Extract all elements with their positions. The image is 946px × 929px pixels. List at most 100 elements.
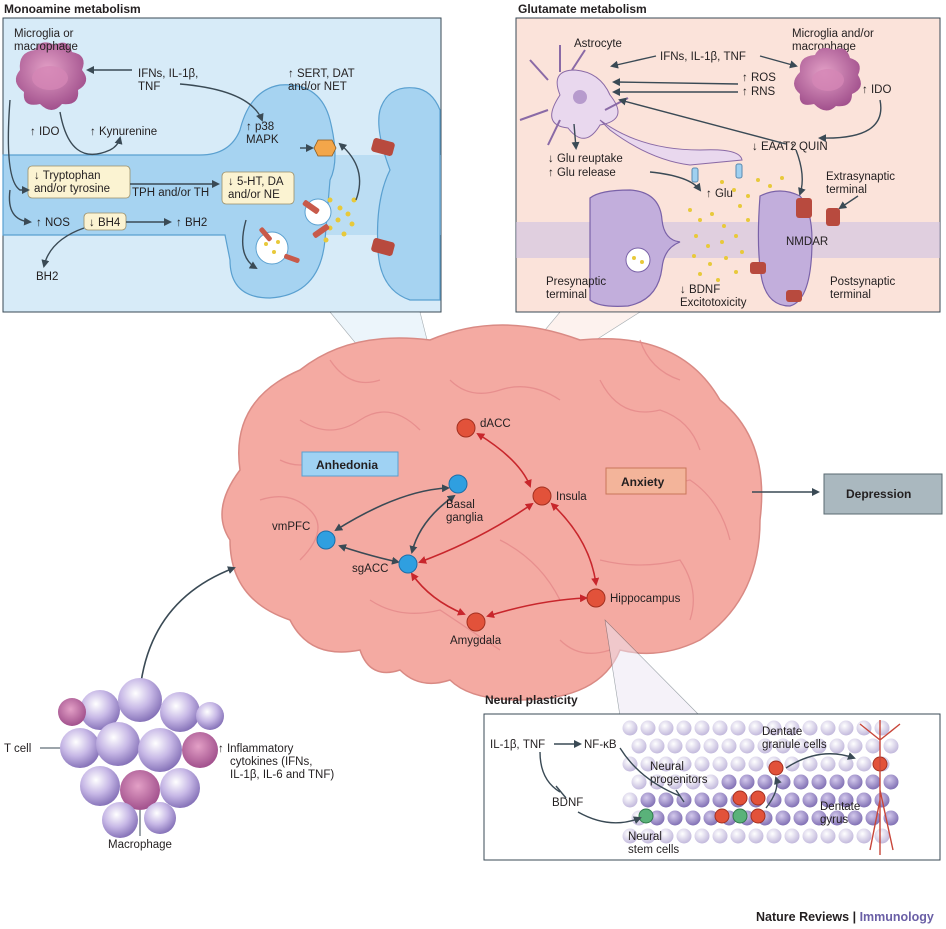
dentate-cell bbox=[793, 774, 809, 790]
dentate-cell bbox=[874, 828, 890, 844]
glu-bdnf-label: ↓ BDNF bbox=[680, 284, 720, 296]
glu-label: ↑ Glu bbox=[706, 188, 733, 200]
dentate-cell bbox=[802, 792, 818, 808]
dentate-cell bbox=[712, 720, 728, 736]
dentate-cell bbox=[694, 756, 710, 772]
dentate-cell bbox=[874, 720, 890, 736]
dentate-cell bbox=[829, 774, 845, 790]
amygdala-node bbox=[466, 612, 486, 632]
monoamine-arrows bbox=[7, 66, 361, 270]
dentate-cell bbox=[748, 756, 764, 772]
astrocyte-cell bbox=[551, 69, 743, 166]
hippocampus-label: Hippocampus bbox=[610, 593, 681, 605]
microglia-label: Microglia or bbox=[14, 28, 74, 40]
transporters-label: ↑ SERT, DAT bbox=[288, 68, 355, 80]
dentate-cell bbox=[730, 756, 746, 772]
dentate-cell bbox=[667, 738, 683, 754]
dacc-node bbox=[456, 418, 476, 438]
dentate-cell bbox=[640, 828, 656, 844]
dentate-cell bbox=[829, 738, 845, 754]
dentate-cell bbox=[640, 720, 656, 736]
tryptophan-label: ↓ Tryptophan bbox=[34, 170, 100, 182]
dentate-cell bbox=[739, 738, 755, 754]
glu-microglia-label: Microglia and/or bbox=[792, 28, 874, 40]
inflammatory-label: ↑ Inflammatory bbox=[218, 743, 294, 755]
neural-stem-label-2: stem cells bbox=[628, 844, 679, 856]
glutamate-title: Glutamate metabolism bbox=[518, 2, 647, 16]
dentate-cell bbox=[748, 828, 764, 844]
dentate-cell bbox=[667, 774, 683, 790]
bh2-label: BH2 bbox=[36, 271, 58, 283]
vmpfc-label: vmPFC bbox=[272, 521, 310, 533]
dentate-cell bbox=[622, 756, 638, 772]
immune-cluster bbox=[58, 678, 224, 838]
dentate-cell bbox=[838, 720, 854, 736]
blue-connections bbox=[334, 484, 456, 565]
basal-label: Basal bbox=[446, 499, 475, 511]
dentate-cell bbox=[748, 720, 764, 736]
dentate-cell bbox=[694, 720, 710, 736]
dentate-cell bbox=[847, 810, 863, 826]
dentate-cell bbox=[856, 828, 872, 844]
cytokines-label-2: TNF bbox=[138, 81, 160, 93]
cytokines-label: IFNs, IL-1β, bbox=[138, 68, 198, 80]
glu-cytokines-label: IFNs, IL-1β, TNF bbox=[660, 51, 746, 63]
monoamines-label-2: and/or NE bbox=[228, 189, 280, 201]
glutamate-dots bbox=[688, 176, 784, 282]
dentate-cell bbox=[811, 738, 827, 754]
dentate-cell bbox=[847, 774, 863, 790]
dentate-cell bbox=[775, 738, 791, 754]
dentate-cell bbox=[685, 810, 701, 826]
neural-stem-label: Neural bbox=[628, 831, 662, 843]
dentate-cell bbox=[802, 720, 818, 736]
dentate-cell bbox=[811, 810, 827, 826]
dentate-cell bbox=[640, 756, 656, 772]
cytokine-arrow bbox=[139, 566, 236, 691]
extrasynaptic-label: Extrasynaptic bbox=[826, 171, 895, 183]
dentate-cell bbox=[802, 756, 818, 772]
tryptophan-label-2: and/or tyrosine bbox=[34, 183, 110, 195]
dentate-cell bbox=[685, 774, 701, 790]
sgacc-node bbox=[398, 554, 418, 574]
dentate-cell bbox=[865, 738, 881, 754]
dentate-cell bbox=[622, 720, 638, 736]
anhedonia-box bbox=[301, 451, 399, 477]
dentate-cell bbox=[856, 792, 872, 808]
plasticity-title: Neural plasticity bbox=[485, 693, 578, 707]
dentate-cell bbox=[883, 738, 899, 754]
presynaptic-neuron bbox=[2, 84, 336, 299]
dentate-cell bbox=[757, 738, 773, 754]
hippocampus-node bbox=[586, 588, 606, 608]
nmdar-label: NMDAR bbox=[786, 236, 828, 248]
receptor-icon bbox=[371, 138, 395, 156]
astrocyte-label: Astrocyte bbox=[574, 38, 622, 50]
sgacc-label: sgACC bbox=[352, 563, 388, 575]
anxiety-box bbox=[605, 467, 687, 495]
progenitor-cells bbox=[714, 756, 888, 824]
dentate-cell bbox=[775, 810, 791, 826]
dentate-cell bbox=[856, 756, 872, 772]
anxiety-label: Anxiety bbox=[621, 475, 665, 489]
macrophage-label: Macrophage bbox=[108, 839, 172, 851]
ros-label: ↑ ROS bbox=[742, 72, 776, 84]
presynaptic-label: Presynaptic bbox=[546, 276, 606, 288]
reuptake-label: ↓ Glu reuptake bbox=[548, 153, 623, 165]
dentate-cell bbox=[730, 828, 746, 844]
dentate-gyrus-label: Dentate bbox=[820, 801, 860, 813]
monoamines-label: ↓ 5-HT, DA bbox=[228, 176, 284, 188]
dentate-cell bbox=[820, 792, 836, 808]
dentate-cell bbox=[721, 738, 737, 754]
dentate-cell bbox=[784, 828, 800, 844]
bh2-up-label: ↑ BH2 bbox=[176, 217, 207, 229]
transporter-icon bbox=[313, 139, 337, 157]
vmpfc-node bbox=[316, 530, 336, 550]
nos-label: ↑ NOS bbox=[36, 217, 70, 229]
microglia-label-2: macrophage bbox=[14, 41, 78, 53]
dentate-cell bbox=[739, 774, 755, 790]
dentate-cell bbox=[820, 720, 836, 736]
dentate-cell bbox=[703, 738, 719, 754]
dentate-cell bbox=[784, 792, 800, 808]
dentate-cell bbox=[694, 792, 710, 808]
dentate-cell bbox=[820, 756, 836, 772]
quin-label: ↑ QUIN bbox=[790, 141, 828, 153]
